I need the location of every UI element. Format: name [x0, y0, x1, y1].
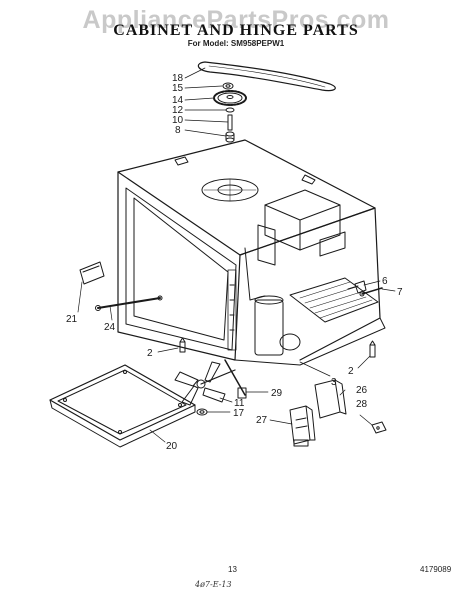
- clip: [371, 421, 387, 434]
- stirrer-bushing: [222, 82, 234, 90]
- callout-3: 3: [331, 377, 337, 388]
- vent-grille: [289, 277, 379, 323]
- fan-motor: [254, 295, 301, 356]
- stirrer-pulley: [213, 90, 247, 106]
- fan-blade: [174, 361, 236, 406]
- callout-11: 11: [234, 398, 245, 409]
- callout-15: 15: [172, 83, 184, 94]
- callout-7: 7: [397, 287, 403, 298]
- callout-2-right: 2: [348, 366, 354, 377]
- callout-21: 21: [66, 314, 78, 325]
- callout-17: 17: [233, 408, 245, 419]
- motor-shaft: [224, 359, 247, 399]
- cabinet-shell: [117, 139, 386, 366]
- leader-lines: [77, 67, 396, 443]
- switch-bracket: [289, 405, 316, 447]
- callout-14: 14: [172, 95, 184, 106]
- callout-12: 12: [172, 105, 184, 116]
- model-subtitle: For Model: SM958PEPW1: [187, 39, 285, 48]
- hinge-bar: [95, 295, 163, 311]
- callout-8: 8: [175, 125, 181, 136]
- screw-left: [179, 337, 186, 353]
- callout-27: 27: [256, 415, 268, 426]
- page-title: CABINET AND HINGE PARTS: [113, 22, 359, 39]
- fan-nut: [196, 408, 208, 416]
- screw-right: [369, 340, 376, 358]
- document-number: 4179089: [420, 565, 452, 574]
- callout-10: 10: [172, 115, 184, 126]
- callout-20: 20: [166, 441, 178, 452]
- watermark: AppliancePartsPros.com: [82, 6, 390, 34]
- part-callouts: 18 15 14 12 10 8 6 7 21 24 2 2 3 29 11 1…: [66, 73, 403, 452]
- handwritten-note: 4ø7-E-13: [195, 580, 232, 589]
- callout-29: 29: [271, 388, 283, 399]
- callout-24: 24: [104, 322, 116, 333]
- callout-2-left: 2: [147, 348, 153, 359]
- base-plate: [49, 364, 196, 448]
- stirrer-bearing: [225, 131, 235, 143]
- stirrer-belt: [197, 61, 336, 92]
- callout-26: 26: [356, 385, 368, 396]
- stirrer-shaft: [227, 114, 233, 131]
- page-number: 13: [228, 565, 237, 574]
- light-lens: [79, 261, 105, 285]
- control-panel-block: [314, 379, 347, 419]
- callout-18: 18: [172, 73, 184, 84]
- washer: [225, 107, 235, 113]
- control-housing: [257, 189, 346, 266]
- hinge-latch-assembly: [347, 280, 383, 297]
- callout-6: 6: [382, 276, 388, 287]
- callout-28: 28: [356, 399, 368, 410]
